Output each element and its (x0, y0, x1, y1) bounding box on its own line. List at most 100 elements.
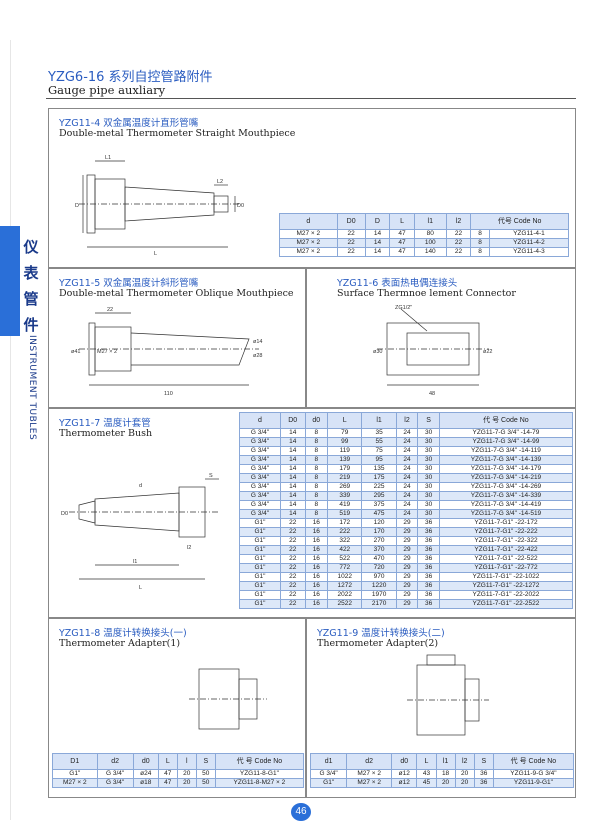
table-cell: YZG11-8-G1" (214, 769, 305, 779)
table-cell: 30 (417, 500, 440, 510)
table-header-row: d1 d2 d0 L l1 l2 S 代 号 Code No (309, 753, 575, 770)
table-cell: YZG11-4-1 (488, 229, 570, 239)
col-l-small: l (176, 753, 197, 770)
dim-o14: ø14 (253, 339, 262, 345)
table-cell: G 3/4" (309, 769, 348, 779)
table-cell: 175 (361, 473, 397, 483)
table-cell: G1" (239, 518, 281, 528)
table-cell: 16 (304, 590, 329, 600)
adapter1-drawing (189, 668, 267, 730)
table-cell: M27 × 2 (279, 238, 338, 248)
dim-m27: M27 × 2 (97, 349, 117, 355)
table-cell: 50 (195, 769, 216, 779)
table-cell: 24 (395, 464, 419, 474)
table-cell: 139 (327, 455, 363, 465)
table-cell: ø18 (132, 778, 159, 788)
col-l: L (389, 213, 415, 230)
table-cell: 22 (279, 581, 306, 591)
table-cell: 22 (279, 599, 306, 609)
dim-l1: l1 (133, 559, 137, 565)
table-cell: 8 (304, 455, 329, 465)
col-code: 代 号 Code No (492, 753, 575, 770)
col-l2: l2 (395, 412, 419, 429)
table-cell: 16 (304, 545, 329, 555)
table-cell: 14 (279, 509, 306, 519)
table-cell: 30 (417, 437, 440, 447)
table-cell: YZG11-7-G 3/4" -14-139 (438, 455, 574, 465)
dim-d: d (139, 483, 142, 489)
table-cell: 24 (395, 428, 419, 438)
table-cell: 22 (279, 572, 306, 582)
side-tab-char: 管 (23, 290, 39, 308)
page-title: YZG6-16 系列自控管路附件 (48, 70, 213, 85)
table-cell: 18 (435, 769, 456, 779)
section2-title: YZG11-5 双金属温度计斜形管嘴 (59, 278, 199, 289)
table-cell: 370 (361, 545, 397, 555)
table-cell: 8 (470, 229, 490, 239)
table-cell: 475 (361, 509, 397, 519)
table-cell: 29 (395, 581, 419, 591)
table-cell: 47 (389, 247, 415, 257)
col-d0: D0 (336, 213, 366, 230)
table-cell: 8 (304, 509, 329, 519)
table-cell: 22 (445, 238, 472, 248)
col-l: L (157, 753, 178, 770)
table-cell: 100 (413, 238, 447, 248)
table-cell: 8 (304, 473, 329, 483)
table-cell: YZG11-7-G1" -22-172 (438, 518, 574, 528)
section5-subtitle: Thermometer Adapter(1) (59, 638, 181, 649)
table-cell: 219 (327, 473, 363, 483)
table-cell: 43 (416, 769, 437, 779)
col-l: L (327, 412, 363, 429)
table-cell: 29 (395, 590, 419, 600)
straight-mouthpiece-drawing: L1 L2 D D0 L (75, 155, 244, 257)
table-cell: YZG11-7-G 3/4" -14-339 (438, 491, 574, 501)
dim-zg12: ZG1/2" (395, 305, 412, 311)
table-cell: 36 (417, 590, 440, 600)
table-cell: 50 (195, 778, 216, 788)
section3-subtitle: Surface Thermnoe lement Connector (337, 288, 516, 299)
table-cell: 80 (413, 229, 447, 239)
table-cell: 47 (389, 229, 415, 239)
section1-title: YZG11-4 双金属温度计直形管嘴 (59, 118, 199, 129)
dim-22: 22 (107, 307, 113, 313)
section2-subtitle: Double-metal Thermometer Oblique Mouthpi… (59, 288, 294, 299)
table-cell: 35 (361, 428, 397, 438)
table-cell: 24 (395, 500, 419, 510)
table-cell: G 3/4" (239, 428, 281, 438)
table-cell: YZG11-7-G1" -22-2522 (438, 599, 574, 609)
table-cell: 30 (417, 464, 440, 474)
table-cell: 24 (395, 446, 419, 456)
table-cell: 225 (361, 482, 397, 492)
table-cell: 295 (361, 491, 397, 501)
col-d2: d2 (346, 753, 393, 770)
table-cell: YZG11-7-G1" -22-222 (438, 527, 574, 537)
table-cell: G1" (239, 554, 281, 564)
table-cell: YZG11-7-G 3/4" -14-119 (438, 446, 574, 456)
table-cell: 36 (473, 769, 494, 779)
table-cell: 47 (157, 769, 178, 779)
surface-connector-drawing: ZG1/2" ø30 ø22 48 (373, 305, 492, 397)
table-cell: G 3/4" (239, 482, 281, 492)
table-cell: 522 (327, 554, 363, 564)
table-cell: 36 (417, 554, 440, 564)
table-cell: G1" (52, 769, 98, 779)
table-cell: ø12 (391, 769, 418, 779)
table-header-row: d D0 d0 L l1 l2 S 代 号 Code No (239, 412, 574, 429)
table-cell: 20 (454, 778, 475, 788)
table-cell: 1272 (327, 581, 363, 591)
table-cell: 36 (417, 527, 440, 537)
